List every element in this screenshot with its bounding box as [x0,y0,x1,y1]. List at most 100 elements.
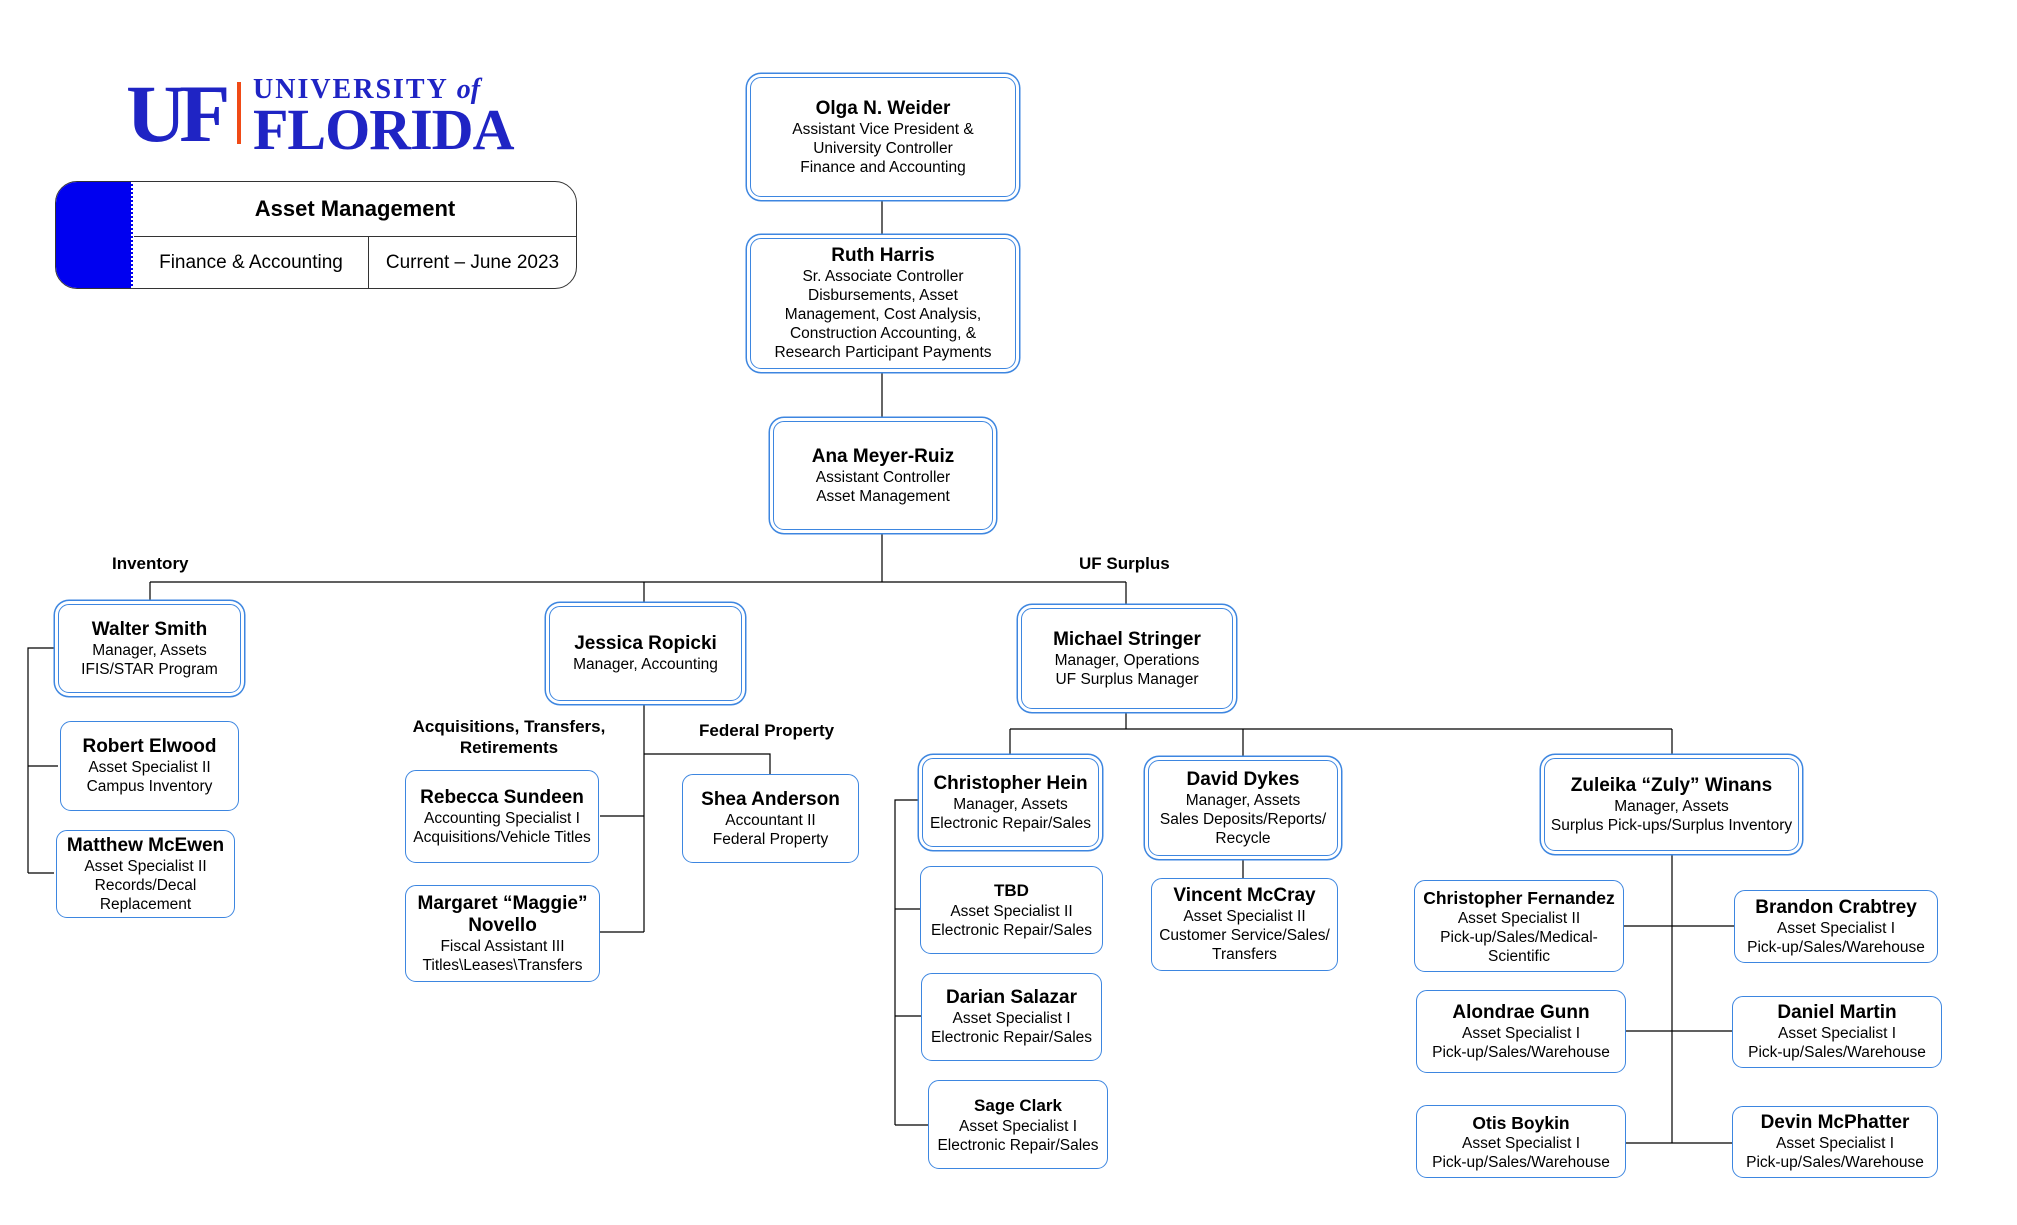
person-title-line: Asset Management [816,487,950,505]
person-title-line: Transfers [1212,946,1277,963]
person-name: Ruth Harris [831,245,935,266]
person-title-line: Management, Cost Analysis, [784,306,982,323]
person-name: Rebecca Sundeen [420,786,584,808]
person-title-line: Pick-up/Sales/Warehouse [1746,1154,1924,1171]
person-name: Matthew McEwen [66,834,225,856]
logo-uf-mark: UF [126,68,230,159]
person-smith: Walter Smith Manager, Assets IFIS/STAR P… [58,604,241,693]
person-title-line: Sales Deposits/Reports/ [1159,810,1327,828]
logo-university: UNIVERSITY of [253,76,480,104]
person-title-line: Assistant Controller [815,468,951,486]
person-name: Walter Smith [91,618,208,640]
person-name: Christopher Hein [933,772,1088,794]
person-title-line: University Controller [813,139,953,157]
person-title-line: IFIS/STAR Program [81,660,218,678]
person-mcphatter: Devin McPhatter Asset Specialist I Pick-… [1732,1106,1938,1178]
person-salazar: Darian Salazar Asset Specialist I Electr… [921,973,1102,1061]
person-anderson: Shea Anderson Accountant II Federal Prop… [682,774,859,863]
person-title-line: Pick-up/Sales/Warehouse [1748,1044,1926,1061]
person-name: Devin McPhatter [1760,1112,1910,1133]
connector-winans-team [1624,851,1734,1144]
person-title-line: Surplus Pick-ups/Surplus Inventory [1550,816,1793,834]
person-name: Robert Elwood [82,736,217,757]
person-title-line: Recycle [1215,829,1271,847]
person-mccray: Vincent McCray Asset Specialist II Custo… [1151,878,1338,971]
connector-meyer-branches [149,530,1127,606]
person-title-line: Asset Specialist II [950,903,1073,920]
person-mcewen: Matthew McEwen Asset Specialist II Recor… [56,830,235,918]
person-title-line: Titles\Leases\Transfers [422,956,583,974]
section-label-acquisitions: Acquisitions, Transfers, Retirements [412,717,606,757]
person-meyer-ruiz: Ana Meyer-Ruiz Assistant Controller Asse… [773,421,993,530]
person-title-line: Finance and Accounting [800,158,966,176]
person-name: Vincent McCray [1173,885,1316,906]
person-name: Daniel Martin [1777,1002,1897,1023]
person-hein: Christopher Hein Manager, Assets Electro… [922,758,1099,847]
person-fernandez: Christopher Fernandez Asset Specialist I… [1414,880,1624,972]
person-gunn: Alondrae Gunn Asset Specialist I Pick-up… [1416,990,1626,1073]
person-title-line: Asset Specialist I [1775,1135,1895,1152]
person-title-line: Asset Specialist I [1461,1024,1581,1042]
person-title-line: Manager, Operations [1054,651,1200,669]
person-name: Michael Stringer [1053,628,1201,650]
person-tbd: TBD Asset Specialist II Electronic Repai… [920,866,1103,954]
person-dykes: David Dykes Manager, Assets Sales Deposi… [1148,760,1338,856]
person-clark: Sage Clark Asset Specialist I Electronic… [928,1080,1108,1169]
person-title-line: Manager, Assets [92,641,207,659]
connector-ropicki-team [600,701,771,933]
chart-date: Current – June 2023 [385,251,560,273]
person-title-line: Asset Specialist I [1777,1025,1897,1042]
person-name: Darian Salazar [946,987,1077,1008]
person-title-line: Accountant II [725,811,816,829]
person-title-line: Asset Specialist II [88,759,211,776]
person-title-line: Electronic Repair/Sales [930,1029,1093,1046]
person-title-line: Asset Specialist I [1776,919,1896,937]
person-name: Shea Anderson [701,788,840,810]
person-ropicki: Jessica Ropicki Manager, Accounting [549,606,742,701]
person-name: Jessica Ropicki [574,633,717,654]
person-boykin: Otis Boykin Asset Specialist I Pick-up/S… [1416,1105,1626,1178]
logo-divider [237,82,241,144]
person-title-line: Asset Specialist II [1183,908,1306,925]
person-title-line: Asset Specialist I [1461,1134,1581,1152]
person-stringer: Michael Stringer Manager, Operations UF … [1021,608,1233,709]
person-name: Otis Boykin [1472,1112,1570,1133]
chart-title-box: Asset Management Finance & Accounting Cu… [55,181,577,289]
person-title-line: Customer Service/Sales/ [1159,927,1330,944]
person-title-line: Campus Inventory [86,778,213,795]
chart-title: Asset Management [134,182,576,237]
person-title-line: Research Participant Payments [774,344,992,361]
logo-university-text: UNIVERSITY [253,74,448,105]
person-name: Olga N. Weider [815,97,951,119]
person-title-line: Construction Accounting, & [789,325,977,342]
person-title-line: Manager, Assets [1614,797,1729,815]
person-title-line: Records/Decal [94,876,197,894]
person-martin: Daniel Martin Asset Specialist I Pick-up… [1732,996,1942,1068]
person-title-line: UF Surplus Manager [1055,670,1199,688]
person-title-line: Asset Specialist I [952,1010,1071,1027]
connector-hein-team [894,799,928,1126]
person-weider: Olga N. Weider Assistant Vice President … [750,77,1016,197]
person-winans: Zuleika “Zuly” Winans Manager, Assets Su… [1544,758,1799,851]
connector-smith-team [27,647,58,874]
logo-of-text: of [456,74,481,105]
person-harris: Ruth Harris Sr. Associate Controller Dis… [750,238,1016,369]
person-name: Alondrae Gunn [1452,1001,1590,1023]
person-title-line: Disbursements, Asset [808,287,958,304]
person-title-line: Scientific [1487,947,1551,965]
person-title-line: Pick-up/Sales/Warehouse [1432,1043,1610,1061]
person-title-line: Electronic Repair/Sales [937,1136,1099,1154]
person-title-line: Manager, Assets [953,795,1068,813]
section-label-federal-property: Federal Property [699,721,835,740]
person-title-line: Asset Specialist II [1457,909,1581,927]
person-title-line: Replacement [99,895,192,913]
person-title-line: Sr. Associate Controller [802,268,964,285]
person-name: David Dykes [1186,768,1300,790]
logo-florida: FLORIDA [253,97,514,162]
person-novello: Margaret “Maggie” Novello Fiscal Assista… [405,885,600,982]
person-name: Sage Clark [974,1095,1062,1115]
person-title-line: Manager, Assets [1185,791,1301,809]
person-name: Margaret “Maggie” Novello [417,892,588,936]
person-title-line: Asset Specialist II [84,857,207,875]
